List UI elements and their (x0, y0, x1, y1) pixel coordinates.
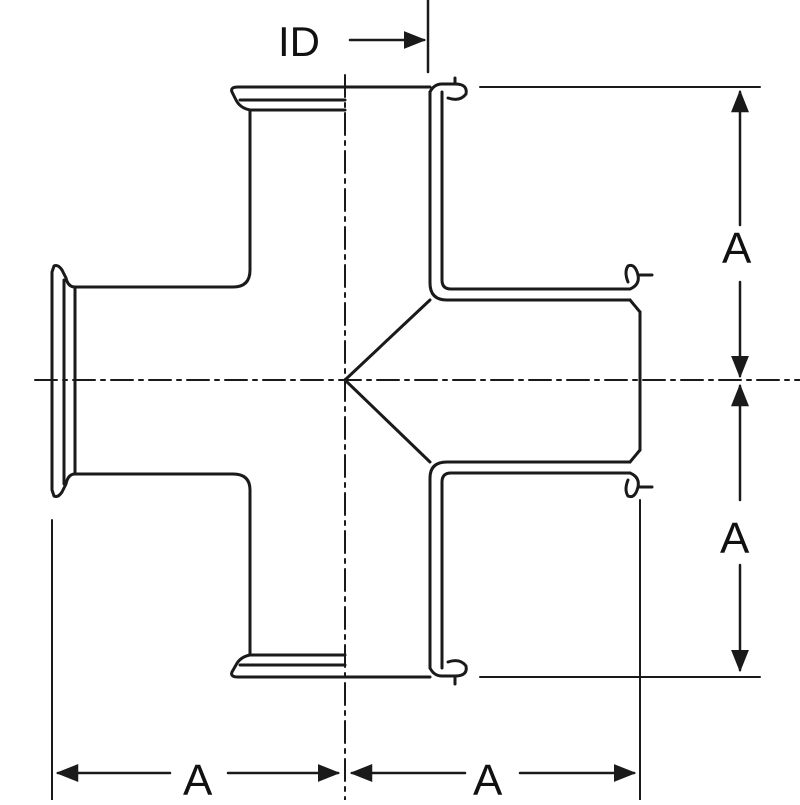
id-dimension (348, 0, 430, 74)
right-half-section (343, 76, 654, 686)
label-dim-right-lower: A (720, 514, 750, 563)
label-dim-right-upper: A (722, 224, 752, 273)
label-dim-bottom-right: A (473, 756, 503, 800)
label-dim-bottom-left: A (183, 756, 213, 800)
left-half-outline (50, 85, 347, 679)
label-id: ID (278, 18, 320, 65)
